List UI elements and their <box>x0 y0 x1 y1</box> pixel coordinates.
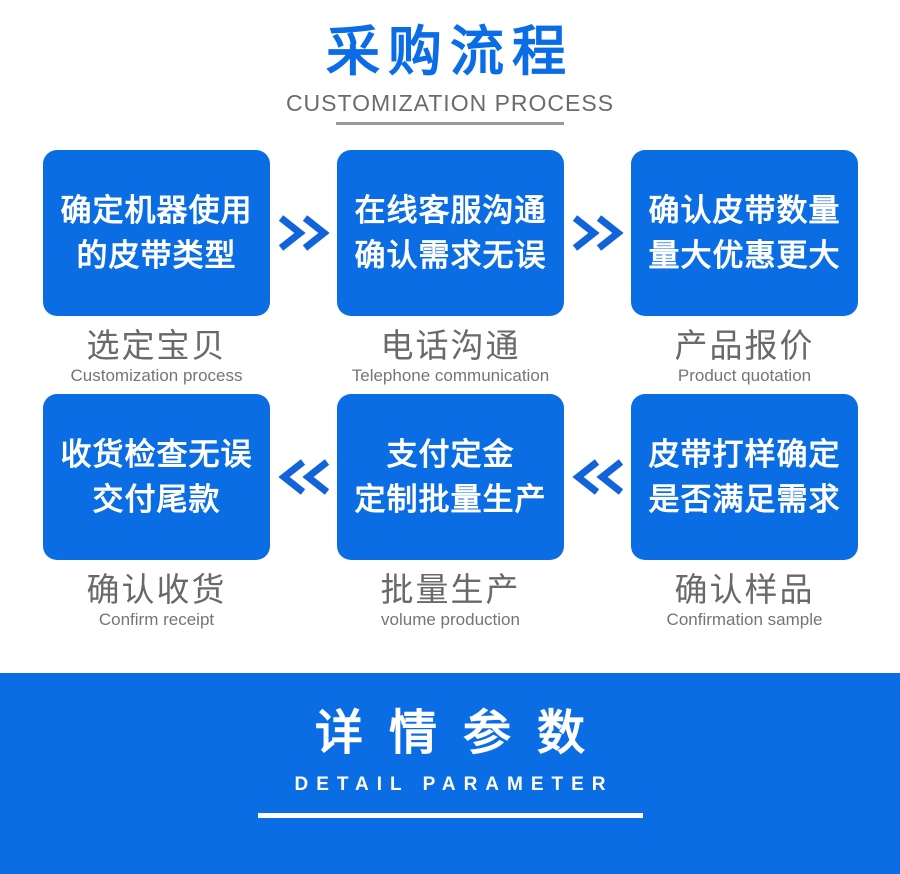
banner-underline <box>257 813 643 818</box>
step-box: 在线客服沟通 确认需求无误 <box>337 150 564 316</box>
step-sublabel: Telephone communication <box>351 366 550 385</box>
step-confirm-sample: 皮带打样确定 是否满足需求 确认样品 Confirmation sample <box>631 394 858 630</box>
step-box-text: 支付定金 <box>386 437 515 472</box>
chevron-left-icon <box>270 394 337 560</box>
step-select-product: 确定机器使用 的皮带类型 选定宝贝 Customization process <box>43 150 270 386</box>
banner-subtitle: DETAIL PARAMETER <box>294 774 614 795</box>
step-box: 皮带打样确定 是否满足需求 <box>631 394 858 560</box>
step-sublabel: volume production <box>381 610 520 629</box>
flow-row-return: 收货检查无误 交付尾款 确认收货 Confirm receipt 支付定金 定制… <box>43 394 858 630</box>
step-box-text: 收货检查无误 <box>60 437 253 472</box>
chevron-right-icon <box>564 150 631 316</box>
page-header: 采购流程 CUSTOMIZATION PROCESS <box>0 0 900 125</box>
step-label: 确认样品 <box>674 571 815 608</box>
step-production: 支付定金 定制批量生产 批量生产 volume production <box>337 394 564 630</box>
flow-row-forward: 确定机器使用 的皮带类型 选定宝贝 Customization process … <box>43 150 858 386</box>
step-box-text: 确认皮带数量 <box>648 193 841 228</box>
step-quotation: 确认皮带数量 量大优惠更大 产品报价 Product quotation <box>631 150 858 386</box>
step-label: 电话沟通 <box>380 327 521 364</box>
title-underline <box>336 122 564 125</box>
step-box-text: 皮带打样确定 <box>648 437 841 472</box>
step-box-text: 定制批量生产 <box>354 482 547 517</box>
page-title: 采购流程 <box>326 22 574 82</box>
step-label: 批量生产 <box>380 571 521 608</box>
step-box: 确认皮带数量 量大优惠更大 <box>631 150 858 316</box>
step-label: 选定宝贝 <box>86 327 227 364</box>
step-box: 收货检查无误 交付尾款 <box>43 394 270 560</box>
chevron-right-icon <box>270 150 337 316</box>
step-confirm-receipt: 收货检查无误 交付尾款 确认收货 Confirm receipt <box>43 394 270 630</box>
step-box-text: 在线客服沟通 <box>354 193 547 228</box>
page-subtitle: CUSTOMIZATION PROCESS <box>285 90 615 116</box>
process-flow: 确定机器使用 的皮带类型 选定宝贝 Customization process … <box>0 150 900 630</box>
banner-title: 详情参数 <box>314 707 611 760</box>
step-sublabel: Confirm receipt <box>98 610 215 629</box>
step-box: 支付定金 定制批量生产 <box>337 394 564 560</box>
detail-parameter-banner: 详情参数 DETAIL PARAMETER <box>0 673 900 874</box>
step-box-text: 的皮带类型 <box>76 238 237 273</box>
step-sublabel: Product quotation <box>677 366 812 385</box>
step-box-text: 交付尾款 <box>92 482 221 517</box>
step-sublabel: Customization process <box>70 366 243 385</box>
step-box-text: 量大优惠更大 <box>648 238 841 273</box>
step-box: 确定机器使用 的皮带类型 <box>43 150 270 316</box>
step-box-text: 确认需求无误 <box>354 238 547 273</box>
step-label: 确认收货 <box>86 571 227 608</box>
step-label: 产品报价 <box>674 327 815 364</box>
chevron-left-icon <box>564 394 631 560</box>
step-box-text: 确定机器使用 <box>60 193 253 228</box>
step-sublabel: Confirmation sample <box>666 610 823 629</box>
step-box-text: 是否满足需求 <box>648 482 841 517</box>
step-online-service: 在线客服沟通 确认需求无误 电话沟通 Telephone communicati… <box>337 150 564 386</box>
